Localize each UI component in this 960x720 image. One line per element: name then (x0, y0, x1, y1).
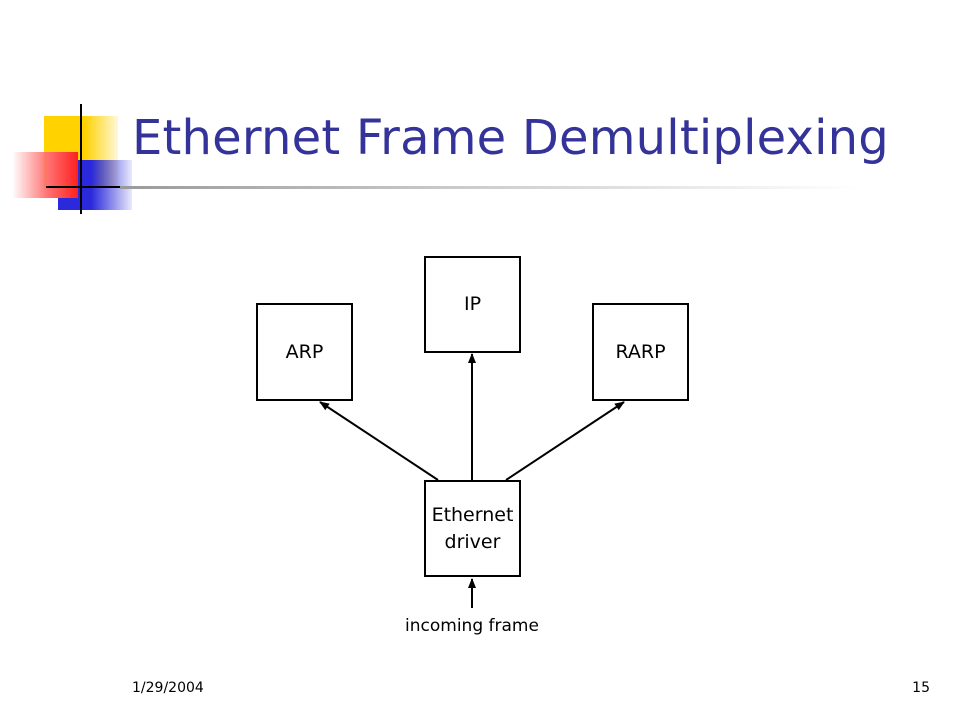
node-ethernet-driver: Ethernet driver (424, 480, 521, 577)
footer-date: 1/29/2004 (132, 680, 204, 696)
incoming-frame-label: incoming frame (405, 616, 539, 636)
decorative-vertical-line (80, 104, 82, 214)
node-rarp: RARP (592, 303, 689, 401)
node-ethernet-driver-label-line1: Ethernet (431, 503, 514, 526)
node-rarp-label: RARP (615, 340, 666, 363)
node-arp-label: ARP (285, 340, 324, 363)
node-arp: ARP (256, 303, 353, 401)
decorative-red-block (12, 152, 78, 198)
arrow-ethernet-to-rarp (505, 401, 625, 481)
slide-title: Ethernet Frame Demultiplexing (132, 110, 889, 166)
footer-page-number: 15 (912, 680, 930, 696)
node-ip: IP (424, 256, 521, 353)
arrow-ethernet-to-arp (319, 401, 439, 481)
node-ethernet-driver-label-line2: driver (444, 530, 501, 553)
node-ip-label: IP (463, 293, 482, 315)
title-underline (120, 186, 860, 189)
decorative-horizontal-line (46, 186, 120, 188)
